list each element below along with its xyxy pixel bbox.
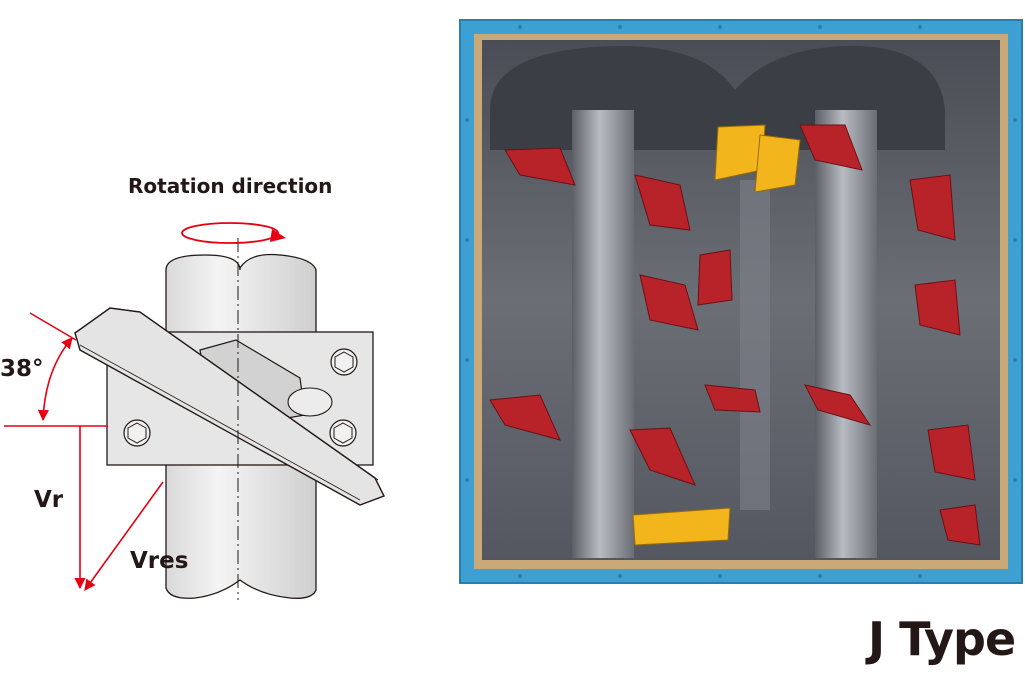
- vres-label: Vres: [130, 548, 189, 574]
- blade: [74, 307, 385, 506]
- vres-arrow: [84, 481, 164, 591]
- rotation-direction-label: Rotation direction: [128, 174, 333, 198]
- rotation-direction-arrow: [181, 222, 286, 244]
- bolt-icon: [330, 348, 358, 376]
- angle-label: 38°: [0, 356, 44, 382]
- blade-icon: [489, 124, 981, 546]
- blade-holder: [199, 339, 333, 421]
- bolt-icon: [123, 419, 151, 447]
- reference-lines: [4, 312, 108, 427]
- vr-label: Vr: [34, 487, 64, 513]
- left-rotor-shaft: [572, 110, 634, 558]
- mixer-photo: [459, 19, 1023, 584]
- angle-arc: [37, 337, 73, 422]
- type-title: J Type: [868, 612, 1016, 666]
- right-rotor-shaft: [815, 110, 877, 558]
- bolt-icon: [329, 419, 357, 447]
- yellow-block: [632, 124, 801, 546]
